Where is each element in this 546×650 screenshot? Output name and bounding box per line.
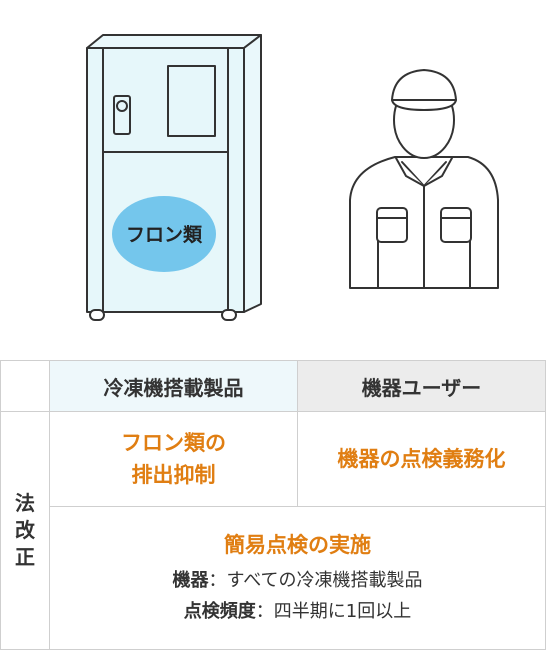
product-duty-cell: フロン類の 排出抑制 bbox=[49, 411, 298, 507]
freon-label: フロン類 bbox=[125, 224, 202, 246]
header-equipment-user: 機器ユーザー bbox=[297, 360, 546, 412]
worker-icon bbox=[349, 69, 499, 289]
refrigerator-icon bbox=[86, 34, 262, 321]
corner-cell bbox=[0, 360, 50, 412]
detail-equipment: 機器：すべての冷凍機搭載製品 bbox=[172, 570, 423, 591]
illustration-svg bbox=[86, 34, 499, 321]
user-duty-cell: 機器の点検義務化 bbox=[297, 411, 546, 507]
side-label-law-revision: 法 改 正 bbox=[0, 411, 50, 650]
inspection-title: 簡易点検の実施 bbox=[224, 533, 371, 557]
detail-frequency: 点検頻度：四半期に1回以上 bbox=[183, 601, 412, 622]
header-refrigeration-products: 冷凍機搭載製品 bbox=[49, 360, 298, 412]
inspection-cell: 簡易点検の実施 機器：すべての冷凍機搭載製品 点検頻度：四半期に1回以上 bbox=[49, 506, 546, 650]
illustration: フロン類 bbox=[86, 34, 499, 321]
law-revision-table: 冷凍機搭載製品 機器ユーザー 法 改 正 フロン類の 排出抑制 機器の点検義務化… bbox=[0, 360, 546, 650]
inspection-details: 機器：すべての冷凍機搭載製品 点検頻度：四半期に1回以上 bbox=[50, 565, 545, 627]
